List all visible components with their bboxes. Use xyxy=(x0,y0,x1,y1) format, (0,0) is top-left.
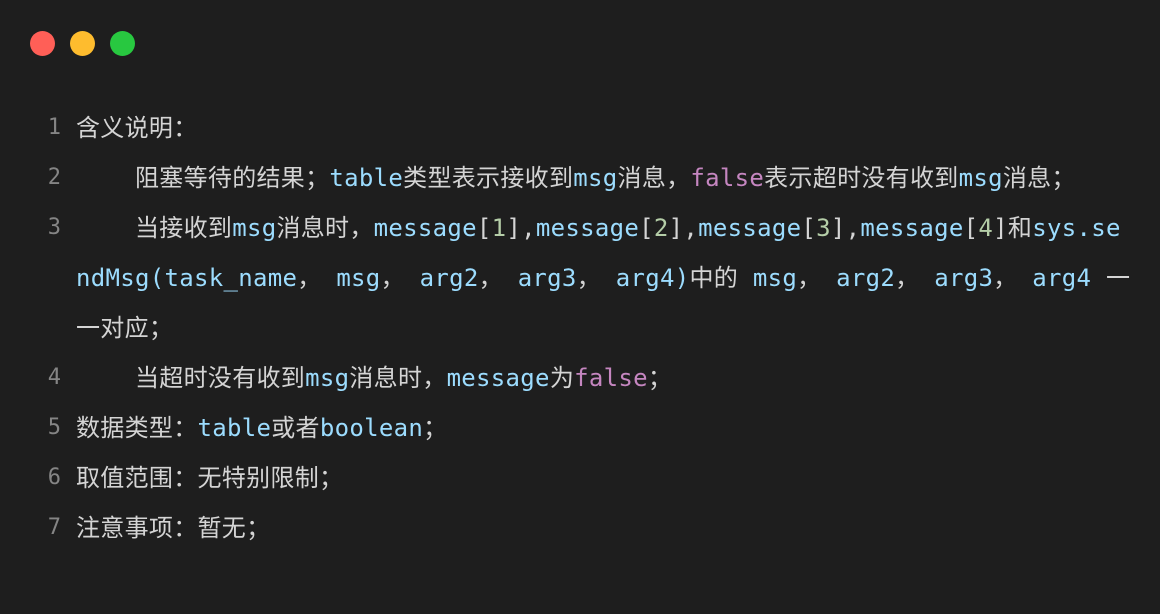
code-token-text: 消息； xyxy=(1002,164,1076,192)
code-token-num: 4 xyxy=(978,214,994,242)
code-token-var: table xyxy=(329,164,404,192)
code-token-var: arg2 xyxy=(836,264,896,292)
code-token-text: 当接收到 xyxy=(76,214,233,242)
code-token-var: arg3 xyxy=(517,264,577,292)
code-token-var: msg xyxy=(305,364,350,392)
code-token-text: 数据类型： xyxy=(76,414,198,442)
code-token-text: ], xyxy=(668,214,699,242)
code-token-num: 1 xyxy=(491,214,507,242)
code-token-var: arg4 xyxy=(1032,264,1092,292)
code-token-text: ， xyxy=(576,264,616,292)
line-number: 1 xyxy=(47,115,61,140)
line-content: 注意事项：暂无； xyxy=(76,503,1160,553)
code-token-text: [ xyxy=(476,214,492,242)
line-content: 当接收到msg消息时，message[1],message[2],message… xyxy=(76,203,1160,353)
code-token-text: 中的 xyxy=(689,264,753,292)
line-number: 4 xyxy=(47,365,61,390)
line-number: 5 xyxy=(47,415,61,440)
code-token-var: msg xyxy=(573,164,618,192)
code-token-text: 阻塞等待的结果； xyxy=(76,164,330,192)
minimize-button[interactable] xyxy=(70,31,95,56)
code-token-text: ], xyxy=(506,214,536,242)
code-token-text: 消息时， xyxy=(349,364,447,392)
code-line: 4 当超时没有收到msg消息时，message为false； xyxy=(0,353,1160,403)
line-content: 数据类型：table或者boolean； xyxy=(76,403,1160,453)
line-content: 含义说明： xyxy=(76,103,1160,153)
code-token-var: message xyxy=(860,214,964,242)
maximize-button[interactable] xyxy=(110,31,135,56)
code-token-var: sys.sendMsg(task_name xyxy=(76,214,1121,292)
code-token-text: ， xyxy=(993,264,1033,292)
code-line: 3 当接收到msg消息时，message[1],message[2],messa… xyxy=(0,203,1160,353)
code-token-var: message xyxy=(698,214,802,242)
line-content: 当超时没有收到msg消息时，message为false； xyxy=(76,353,1160,403)
code-token-var: msg xyxy=(958,164,1003,192)
code-token-text: [ xyxy=(963,214,979,242)
code-token-text: 类型表示接收到 xyxy=(403,164,574,192)
code-token-text: 一一对应； xyxy=(76,264,1131,342)
code-token-text: ； xyxy=(647,364,673,392)
code-token-var: msg xyxy=(336,264,381,292)
code-token-var: msg xyxy=(752,264,798,292)
line-number: 7 xyxy=(47,515,61,540)
code-token-var: arg2 xyxy=(419,264,479,292)
close-button[interactable] xyxy=(30,31,55,56)
code-token-var: boolean xyxy=(319,414,424,442)
code-token-text: ， xyxy=(380,264,420,292)
code-token-var: arg3 xyxy=(934,264,994,292)
code-token-text: ， xyxy=(297,264,337,292)
code-token-kw: false xyxy=(690,164,765,192)
code-block: 1 含义说明： 2 阻塞等待的结果；table类型表示接收到msg消息，fals… xyxy=(0,103,1160,553)
code-token-var: table xyxy=(197,414,272,442)
code-line: 5 数据类型：table或者boolean； xyxy=(0,403,1160,453)
code-token-text: [ xyxy=(639,214,654,242)
line-number: 2 xyxy=(47,165,61,190)
code-token-num: 2 xyxy=(653,214,669,242)
code-token-text: 当超时没有收到 xyxy=(76,364,306,392)
code-line: 2 阻塞等待的结果；table类型表示接收到msg消息，false表示超时没有收… xyxy=(0,153,1160,203)
code-token-var: message xyxy=(373,214,477,242)
code-token-text: 含义说明： xyxy=(76,114,198,142)
code-token-text: ； xyxy=(423,414,448,442)
code-token-text: 取值范围：无特别限制； xyxy=(76,464,344,492)
code-token-text: 或者 xyxy=(271,414,320,442)
code-token-kw: false xyxy=(574,364,648,392)
code-token-num: 3 xyxy=(816,214,831,242)
code-line: 1 含义说明： xyxy=(0,103,1160,153)
line-content: 取值范围：无特别限制； xyxy=(76,453,1160,503)
code-token-text: ， xyxy=(895,264,935,292)
code-token-var: msg xyxy=(232,214,277,242)
code-token-text: 为 xyxy=(549,364,575,392)
code-line: 7 注意事项：暂无； xyxy=(0,503,1160,553)
code-token-var: message xyxy=(446,364,550,392)
code-token-text: [ xyxy=(801,214,817,242)
code-token-text: 表示超时没有收到 xyxy=(764,164,959,192)
code-token-text: ， xyxy=(478,264,518,292)
code-token-text: ， xyxy=(797,264,837,292)
line-content: 阻塞等待的结果；table类型表示接收到msg消息，false表示超时没有收到m… xyxy=(76,153,1160,203)
window-controls xyxy=(30,31,135,56)
code-token-text: 消息， xyxy=(617,164,691,192)
code-token-var: message xyxy=(535,214,640,242)
code-token-text: 消息时， xyxy=(276,214,374,242)
line-number: 3 xyxy=(47,215,61,240)
code-token-text: ], xyxy=(830,214,861,242)
code-line: 6 取值范围：无特别限制； xyxy=(0,453,1160,503)
line-number: 6 xyxy=(47,465,61,490)
code-token-text: ]和 xyxy=(993,214,1033,242)
code-token-var: arg4) xyxy=(615,264,690,292)
code-token-text: 注意事项：暂无； xyxy=(76,514,271,542)
